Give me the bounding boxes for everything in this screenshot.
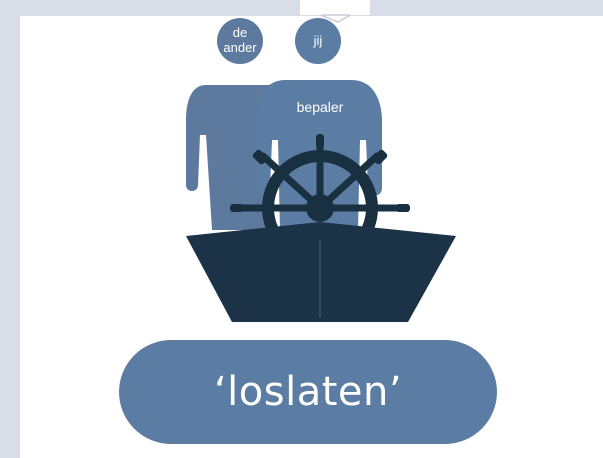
- boat-icon: [186, 222, 456, 322]
- speech-pointer-icon: [300, 0, 370, 23]
- caption-pill: ‘loslaten’: [119, 340, 497, 444]
- other-person-label: de ander: [218, 25, 262, 55]
- other-label-line2: ander: [223, 40, 257, 55]
- you-person-label: jij: [313, 33, 323, 48]
- decider-label: bepaler: [296, 99, 344, 115]
- other-label-line1: de: [232, 25, 248, 40]
- caption-text: ‘loslaten’: [213, 369, 403, 415]
- frame-notch: [0, 226, 24, 244]
